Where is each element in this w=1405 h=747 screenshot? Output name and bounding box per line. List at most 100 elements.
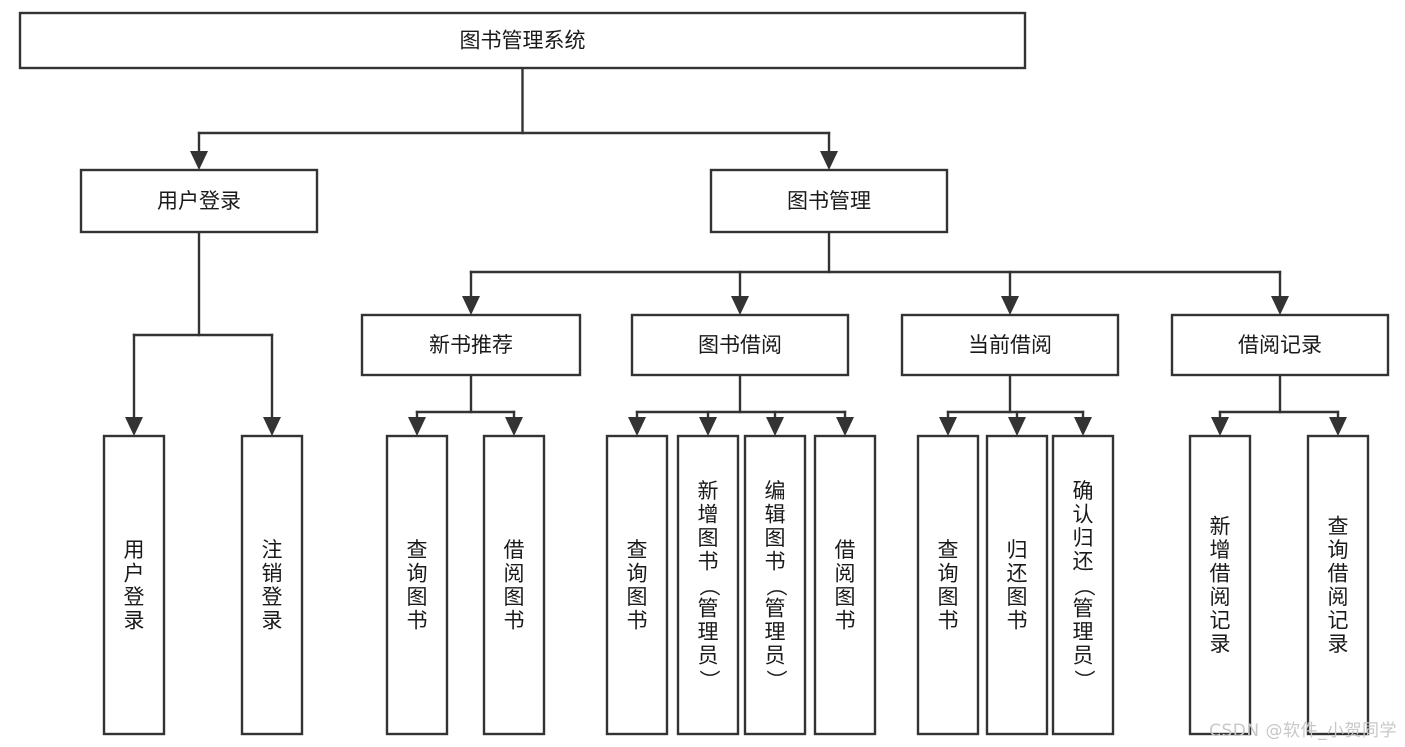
node-root[interactable]: 图书管理系统: [18, 11, 1027, 70]
node-label-book-manage: 图书管理: [787, 189, 871, 213]
node-label-book-borrow: 图书借阅: [698, 333, 782, 357]
node-box-borrow-record[interactable]: [1170, 313, 1390, 377]
arrow-head-borrow-record-0: [1211, 417, 1229, 436]
node-box-leaf-borrow-book-2[interactable]: [813, 434, 877, 736]
node-label-char: 书: [835, 608, 856, 632]
node-box-leaf-add-borrow-record[interactable]: [1188, 434, 1252, 736]
node-label-char: 理: [698, 620, 719, 644]
node-label-char: 员: [698, 644, 719, 668]
node-leaf-query-book-3[interactable]: 查询图书查询图书: [916, 434, 980, 736]
node-box-user-login[interactable]: [79, 168, 319, 234]
node-box-leaf-confirm-return-admin[interactable]: [1051, 434, 1115, 736]
node-box-leaf-add-book-admin[interactable]: [676, 434, 740, 736]
node-book-borrow[interactable]: 图书借阅: [630, 313, 850, 377]
arrow-head-user-login-0: [125, 417, 143, 436]
node-label-char: 阅: [835, 561, 856, 585]
node-label-char: 借: [504, 538, 525, 562]
node-box-leaf-query-borrow-record[interactable]: [1306, 434, 1370, 736]
node-label-char: 书: [627, 608, 648, 632]
node-label-char: 销: [262, 561, 283, 585]
node-box-book-borrow[interactable]: [630, 313, 850, 377]
node-label-new-book-recommend: 新书推荐: [429, 333, 513, 357]
node-box-leaf-logout-login[interactable]: [240, 434, 304, 736]
node-label-char: 借: [1328, 561, 1349, 585]
node-label-char: （: [764, 576, 788, 597]
node-label-char: 查: [938, 538, 959, 562]
arrow-head-book-borrow-0: [628, 417, 646, 436]
arrow-head-borrow-record-1: [1329, 417, 1347, 436]
node-new-book-recommend[interactable]: 新书推荐: [360, 313, 582, 377]
node-label-char: 编: [765, 479, 786, 503]
arrow-head-current-borrow-1: [1008, 417, 1026, 436]
arrow-head-book-manage-0: [462, 296, 480, 315]
arrow-head-current-borrow-2: [1074, 417, 1092, 436]
node-label-char: 管: [698, 597, 719, 621]
node-box-root[interactable]: [18, 11, 1027, 70]
node-label-char: 录: [1328, 632, 1349, 656]
node-label-user-login: 用户登录: [157, 189, 241, 213]
node-label-char: 户: [124, 561, 145, 585]
node-current-borrow[interactable]: 当前借阅: [900, 313, 1120, 377]
node-label-current-borrow: 当前借阅: [968, 333, 1052, 357]
node-label-char: 询: [1328, 538, 1349, 562]
node-leaf-borrow-book-1[interactable]: 借阅图书借阅图书: [482, 434, 546, 736]
node-label-char: 书: [765, 550, 786, 574]
node-leaf-query-book-1[interactable]: 查询图书查询图书: [385, 434, 449, 736]
node-borrow-record[interactable]: 借阅记录: [1170, 313, 1390, 377]
node-box-leaf-edit-book-admin[interactable]: [743, 434, 807, 736]
node-label-char: 还: [1073, 550, 1094, 574]
node-box-current-borrow[interactable]: [900, 313, 1120, 377]
arrow-head-book-manage-3: [1271, 296, 1289, 315]
node-label-char: 书: [698, 550, 719, 574]
arrow-head-book-borrow-2: [766, 417, 784, 436]
node-box-leaf-borrow-book-1[interactable]: [482, 434, 546, 736]
node-label-char: 新: [1210, 514, 1231, 538]
node-label-char: 归: [1007, 538, 1028, 562]
node-label-char: 询: [938, 561, 959, 585]
node-box-new-book-recommend[interactable]: [360, 313, 582, 377]
node-label-char: 图: [627, 585, 648, 609]
node-box-leaf-user-login[interactable]: [102, 434, 166, 736]
node-label-char: 借: [1210, 561, 1231, 585]
node-label-char: 借: [835, 538, 856, 562]
node-label-char: 图: [698, 526, 719, 550]
node-leaf-user-login[interactable]: 用户登录用户登录: [102, 434, 166, 736]
node-label-char: ）: [1072, 670, 1096, 691]
node-label-char: 图: [1007, 585, 1028, 609]
node-label-char: 录: [1210, 632, 1231, 656]
node-label-char: 查: [627, 538, 648, 562]
node-user-login[interactable]: 用户登录: [79, 168, 319, 234]
node-leaf-return-book[interactable]: 归还图书归还图书: [985, 434, 1049, 736]
node-box-leaf-query-book-2[interactable]: [605, 434, 669, 736]
node-label-char: 确: [1073, 479, 1094, 503]
arrow-head-current-borrow-0: [939, 417, 957, 436]
node-label-char: 阅: [1328, 585, 1349, 609]
node-label-char: 员: [765, 644, 786, 668]
node-box-leaf-query-book-3[interactable]: [916, 434, 980, 736]
node-label-char: 登: [124, 585, 145, 609]
node-box-leaf-query-book-1[interactable]: [385, 434, 449, 736]
node-label-char: 录: [262, 608, 283, 632]
node-leaf-logout-login[interactable]: 注销登录注销登录: [240, 434, 304, 736]
node-label-char: 书: [938, 608, 959, 632]
node-leaf-query-borrow-record[interactable]: 查询借阅记录查询借阅记录: [1306, 434, 1370, 736]
node-label-char: ）: [697, 670, 721, 691]
node-leaf-query-book-2[interactable]: 查询图书查询图书: [605, 434, 669, 736]
watermark-label: CSDN @软件_小贺同学: [1209, 721, 1397, 741]
node-label-char: 图: [835, 585, 856, 609]
node-label-char: 管: [1073, 597, 1094, 621]
node-label-char: 增: [1210, 538, 1231, 562]
node-box-leaf-return-book[interactable]: [985, 434, 1049, 736]
node-leaf-borrow-book-2[interactable]: 借阅图书借阅图书: [813, 434, 877, 736]
node-leaf-add-borrow-record[interactable]: 新增借阅记录新增借阅记录: [1188, 434, 1252, 736]
connectors-layer: [125, 66, 1347, 436]
arrow-head-user-login-1: [263, 417, 281, 436]
arrow-head-new-book-recommend-0: [408, 417, 426, 436]
node-label-char: 询: [407, 561, 428, 585]
node-book-manage[interactable]: 图书管理: [709, 168, 949, 234]
arrow-head-book-manage-2: [1001, 296, 1019, 315]
node-box-book-manage[interactable]: [709, 168, 949, 234]
